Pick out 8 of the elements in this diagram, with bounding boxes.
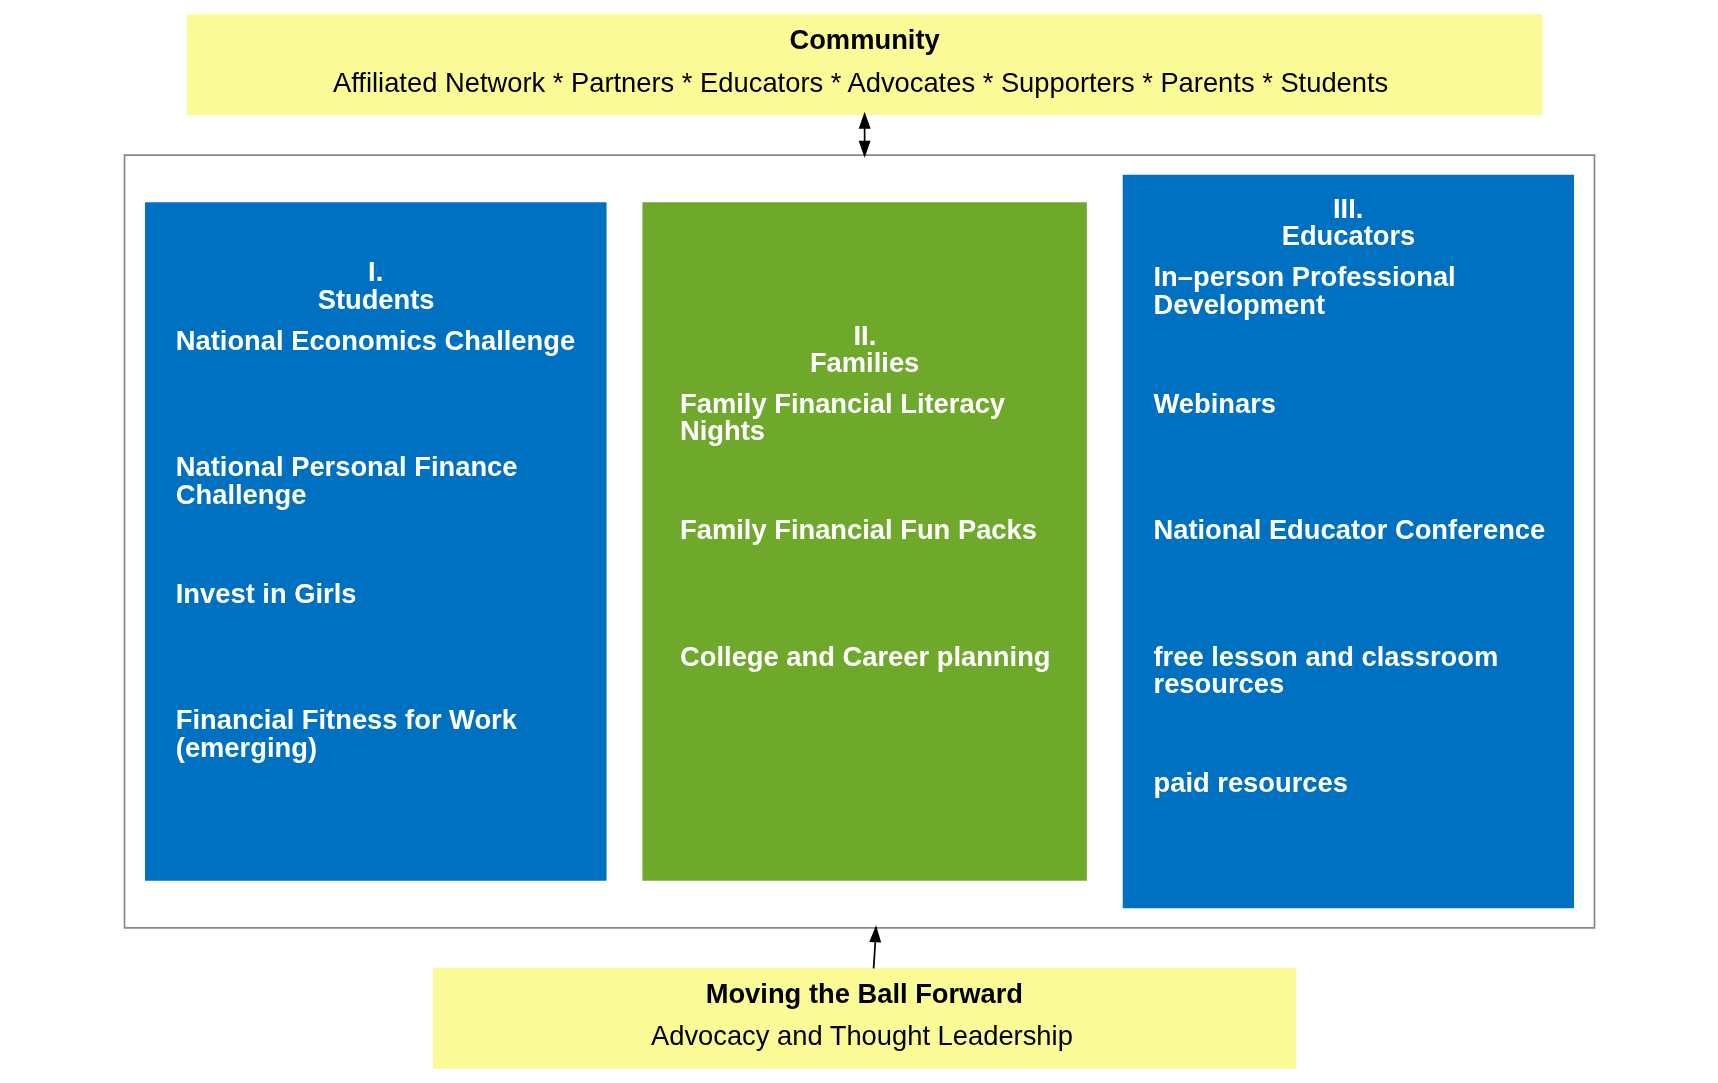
arrow bbox=[858, 111, 871, 158]
node-box: III. Educators In–person Professional Development Webinars National Educator Conference free lesson and classroom resources paid resources bbox=[1122, 174, 1574, 909]
node-box: I. Students National Economics Challenge National Personal Finance Challenge Invest in Girls Financial Fitness for Work (emerging) bbox=[144, 202, 607, 881]
arrow bbox=[868, 925, 881, 970]
node-box: Moving the Ball Forward Advocacy and Thought Leadership bbox=[432, 967, 1296, 1069]
cluster bbox=[123, 154, 1595, 929]
node-box: Community Affiliated Network * Partners * Educators * Advocates * Supporters * Parents * Students bbox=[186, 14, 1542, 116]
node-box: II. Families Family Financial Literacy Nights Family Financial Fun Packs College and Career planning bbox=[641, 202, 1087, 881]
